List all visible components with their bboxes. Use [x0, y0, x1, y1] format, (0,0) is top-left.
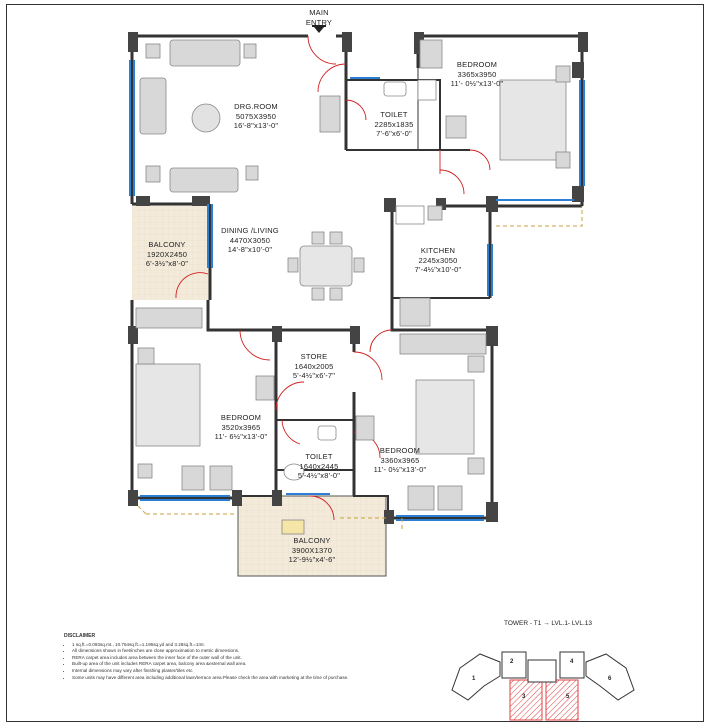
columns	[128, 32, 588, 524]
key-plan	[451, 651, 635, 721]
room-bedroom-top: BEDROOM 3365x3950 11'- 0½"x13'-0"	[450, 60, 504, 88]
disclaimer-line: Built-up area of the unit includes RERA …	[72, 661, 444, 668]
disclaimer: DISCLAIMER 1 sq.ft.=0.093sq.mt., 10.764s…	[64, 633, 444, 681]
room-drg-room: DRG.ROOM 5075X3950 16'-8"x13'-0"	[233, 102, 279, 130]
room-balcony-bottom: BALCONY 3900X1370 12'-9½"x4'-6"	[288, 536, 336, 564]
room-toilet-bottom: TOILET 1640x2445 5'-4½"x8'-0"	[297, 452, 341, 480]
room-bedroom-left: BEDROOM 3520x3965 11'- 6½"x13'-0"	[214, 413, 268, 441]
disclaimer-line: 1 sq.ft.=0.093sq.mt., 10.764sq.ft.=1.196…	[72, 642, 444, 649]
key-plan-unit-2: 2	[510, 659, 514, 665]
page-frame	[6, 4, 704, 722]
key-plan-unit-6: 6	[608, 676, 612, 682]
key-plan-unit-3: 3	[522, 694, 526, 700]
disclaimer-line: RERA carpet area includes area between t…	[72, 655, 444, 662]
tower-level-label: TOWER - T1 → LVL.1- LVL.13	[504, 620, 593, 627]
projections	[137, 206, 583, 530]
room-toilet-top: TOILET 2285x1835 7'-6"x6'-0"	[374, 110, 414, 138]
disclaimer-line: Internal dimensions may vary after finis…	[72, 668, 444, 675]
room-bedroom-right: BEDROOM 3360x3965 11'- 0½"x13'-0"	[373, 446, 427, 474]
disclaimer-line: All dimensions shown in feet/inches are …	[72, 648, 444, 655]
disclaimer-heading: DISCLAIMER	[64, 633, 96, 639]
main-entry-label: MAIN ENTRY	[305, 8, 333, 27]
key-plan-unit-1: 1	[472, 676, 476, 682]
room-kitchen: KITCHEN 2245x3050 7'-4½"x10'-0"	[414, 246, 462, 274]
key-plan-unit-5: 5	[566, 694, 570, 700]
balcony-left-floor	[132, 204, 210, 300]
disclaimer-line: Some units may have different area inclu…	[72, 675, 444, 682]
balcony-bottom-floor	[237, 495, 387, 577]
room-dining-living: DINING /LIVING 4470X3050 14'-8"x10'-0"	[221, 226, 279, 254]
room-store: STORE 1640x2005 5'-4½"x6'-7"	[292, 352, 336, 380]
key-plan-unit-4: 4	[570, 659, 574, 665]
windows	[129, 60, 585, 521]
room-balcony-left: BALCONY 1920X2450 6'-3½"x8'-0"	[145, 240, 189, 268]
entry-arrow-icon	[314, 27, 324, 33]
furniture	[135, 39, 571, 535]
